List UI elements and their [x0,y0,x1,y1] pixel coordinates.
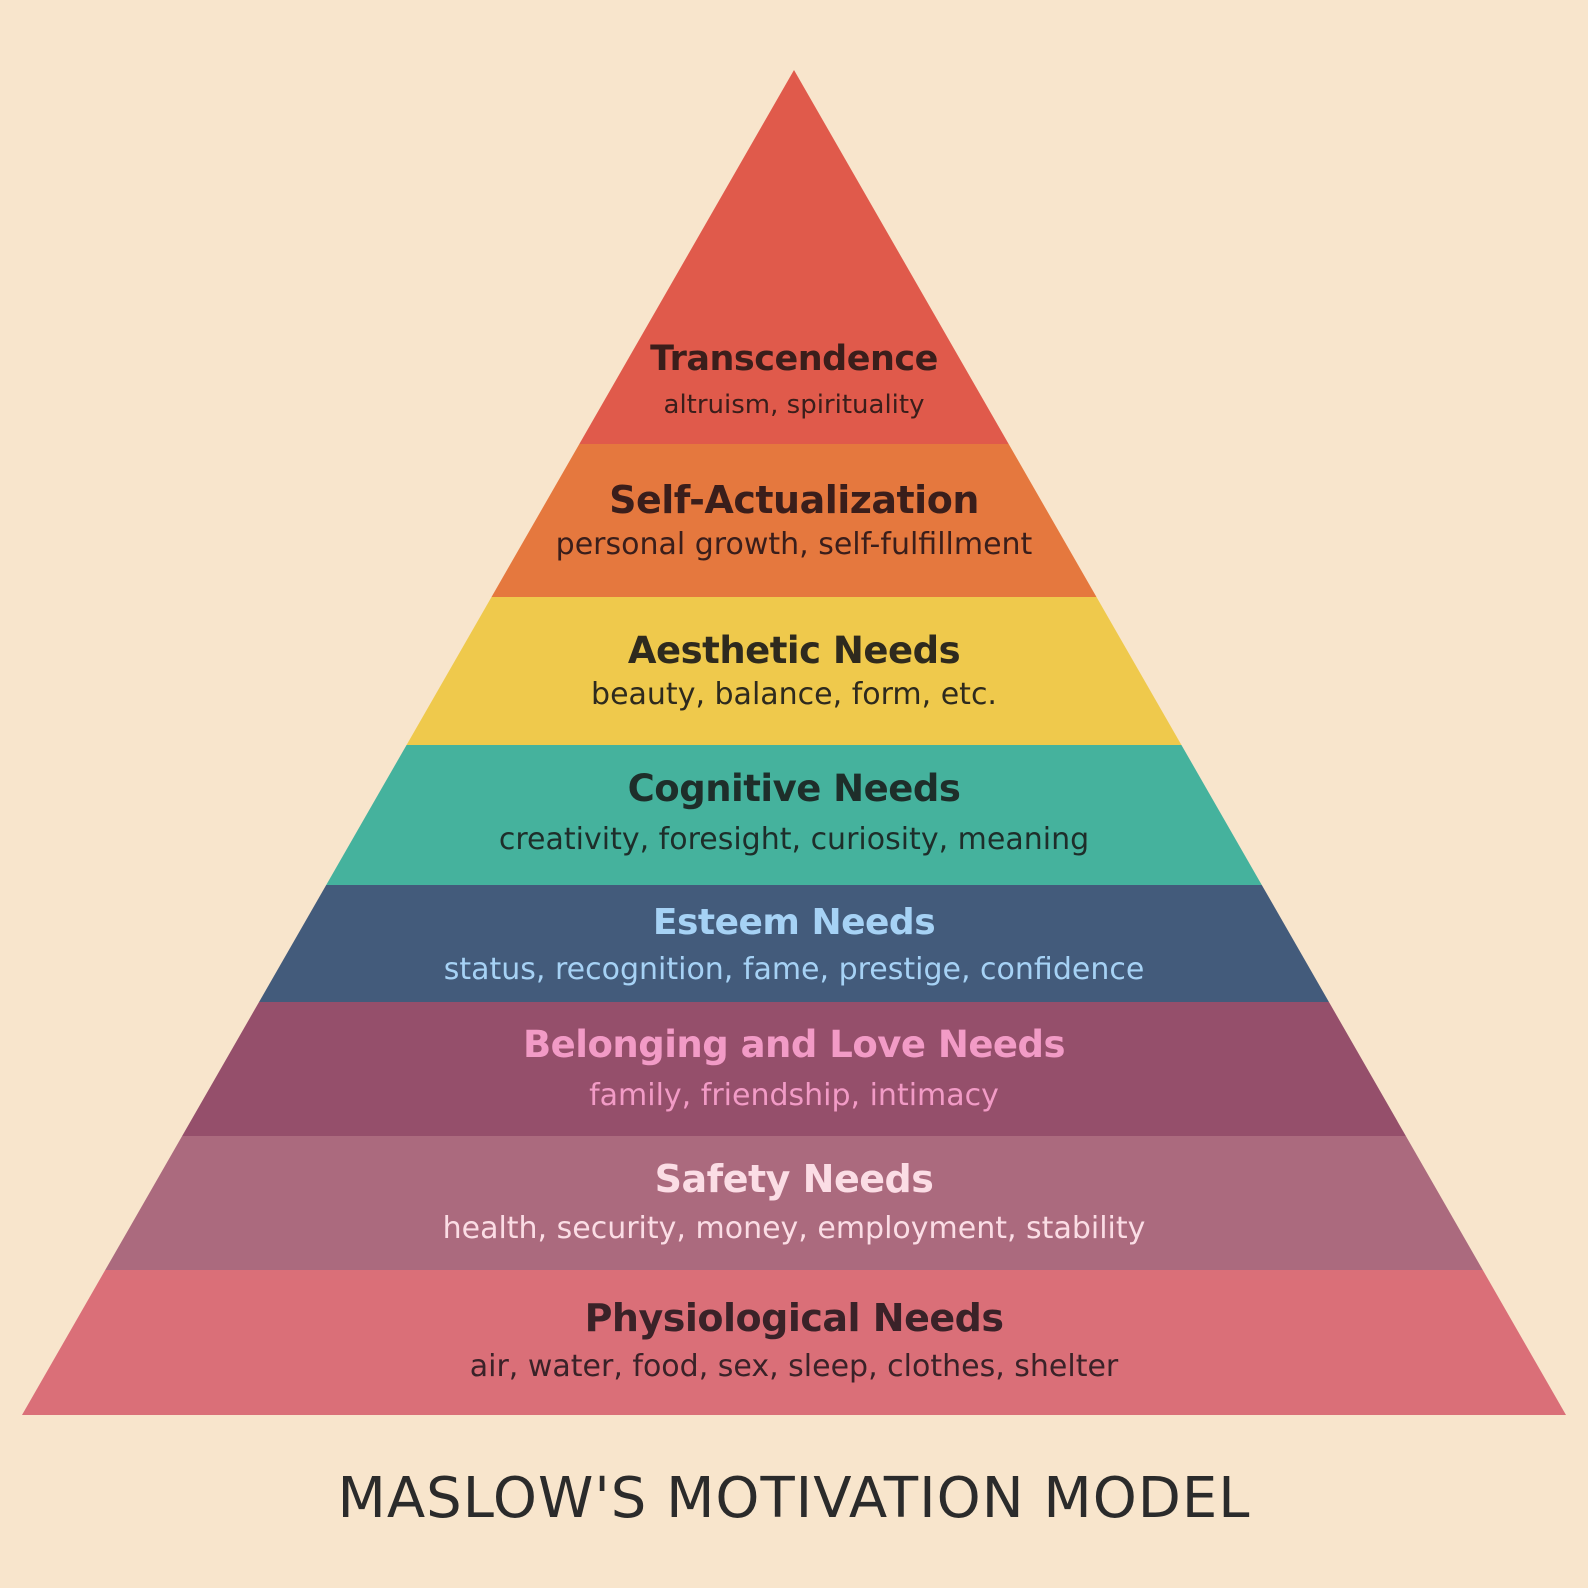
tier-1-band [579,70,1009,444]
tier-5-title: Esteem Needs [653,902,935,943]
tier-4-title: Cognitive Needs [628,767,961,810]
model-title: MASLOW'S MOTIVATION MODEL [338,1466,1251,1531]
tier-4-description: creativity, foresight, curiosity, meanin… [499,822,1089,857]
tier-2-title: Self-Actualization [609,478,979,522]
tier-7-description: health, security, money, employment, sta… [443,1211,1146,1246]
tier-6-band [182,1002,1406,1136]
tier-3-title: Aesthetic Needs [628,629,960,672]
tier-1-title: Transcendence [650,339,938,379]
tier-1-description: altruism, spirituality [664,390,925,420]
tier-2-band [491,444,1097,597]
tier-6-description: family, friendship, intimacy [589,1078,999,1113]
tier-7-title: Safety Needs [655,1157,934,1201]
tier-7-band [105,1136,1483,1270]
tier-4-band [326,745,1262,885]
tier-8-description: air, water, food, sex, sleep, clothes, s… [470,1349,1119,1384]
tier-6-title: Belonging and Love Needs [523,1023,1065,1066]
tier-8-band [22,1270,1566,1415]
pyramid-tiers: Transcendence altruism, spiritualitySelf-… [22,70,1566,1415]
tier-5-band [259,885,1329,1002]
tier-3-description: beauty, balance, form, etc. [591,677,997,712]
tier-3-band [406,597,1182,745]
tier-8-title: Physiological Needs [585,1296,1004,1340]
tier-5-description: status, recognition, fame, prestige, con… [444,952,1145,987]
tier-2-description: personal growth, self-fulfillment [556,527,1033,562]
